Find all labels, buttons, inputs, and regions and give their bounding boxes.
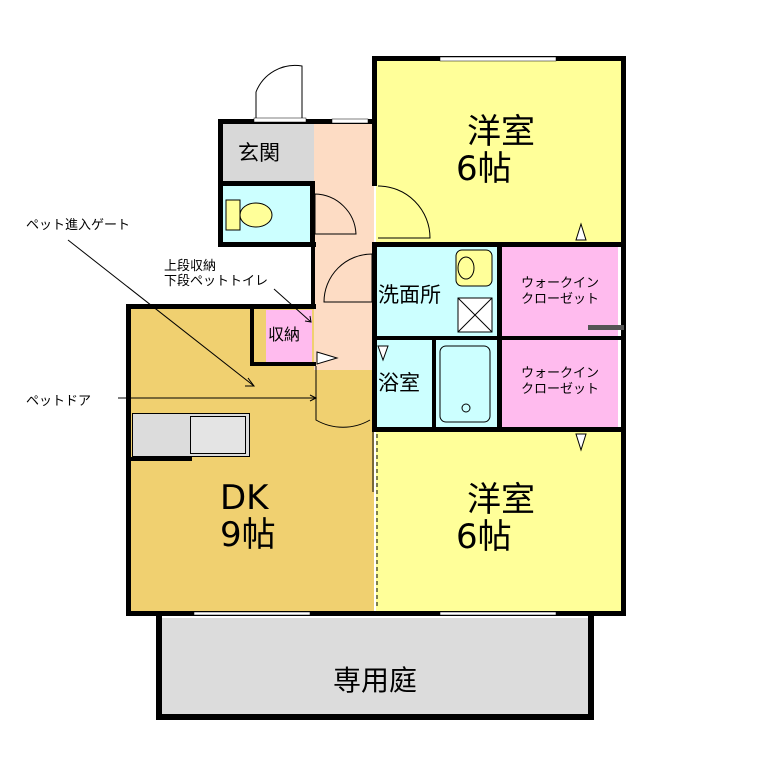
storage-note-line-2: 下段ペットトイレ	[164, 273, 269, 289]
storage	[266, 310, 312, 364]
wall	[310, 181, 315, 247]
storage-label: 収納	[268, 325, 301, 344]
western-room-bottom-label: 洋室 6帖	[456, 480, 546, 558]
walk-in-closet-bottom-label: ウォークイン クローゼット	[504, 366, 616, 397]
entrance-label: 玄関	[238, 141, 280, 165]
wall	[156, 714, 594, 720]
wall	[250, 362, 316, 366]
pet-door-annotation: ペットドア	[26, 394, 92, 409]
closet-line-2: クローゼット	[520, 381, 599, 397]
wall	[126, 304, 316, 309]
walk-in-closet-top-label: ウォークイン クローゼット	[504, 276, 616, 307]
wall	[588, 616, 594, 720]
room-size: 6帖	[456, 517, 512, 558]
wall	[126, 304, 131, 616]
wall	[311, 244, 315, 306]
room-size: 9帖	[220, 515, 276, 556]
wall	[218, 242, 316, 247]
wall	[372, 242, 377, 432]
wall	[130, 457, 192, 461]
western-room-top-label: 洋室 6帖	[456, 112, 546, 190]
western-room-bottom	[376, 430, 622, 612]
kitchen-sink	[190, 416, 246, 454]
room-name: DK	[220, 478, 269, 518]
storage-note-line-1: 上段収納	[164, 259, 217, 274]
walk-in-closet-top	[502, 246, 618, 336]
private-garden-label: 専用庭	[332, 664, 417, 697]
washroom-label: 洗面所	[378, 283, 441, 307]
wall	[218, 181, 314, 186]
hallway	[314, 122, 374, 370]
wall	[497, 242, 502, 432]
entrance	[222, 124, 314, 182]
closet-line-1: ウォークイン	[520, 366, 599, 381]
pet-gate-annotation: ペット進入ゲート	[26, 218, 131, 233]
room-name: 洋室	[467, 112, 535, 152]
private-garden	[160, 618, 590, 716]
wall	[126, 611, 626, 616]
wall	[588, 325, 624, 330]
western-room-top	[376, 60, 622, 244]
bathroom-label: 浴室	[378, 371, 420, 395]
closet-line-2: クローゼット	[520, 291, 599, 307]
room-name: 洋室	[467, 480, 535, 520]
wall	[156, 616, 162, 720]
dining-kitchen-label: DK 9帖	[220, 478, 300, 556]
room-size: 6帖	[456, 149, 512, 190]
wall	[432, 336, 436, 430]
storage-note-annotation: 上段収納 下段ペットトイレ	[164, 259, 269, 290]
walk-in-closet-bottom	[502, 340, 618, 428]
closet-line-1: ウォークイン	[520, 276, 599, 291]
wall	[250, 304, 254, 366]
